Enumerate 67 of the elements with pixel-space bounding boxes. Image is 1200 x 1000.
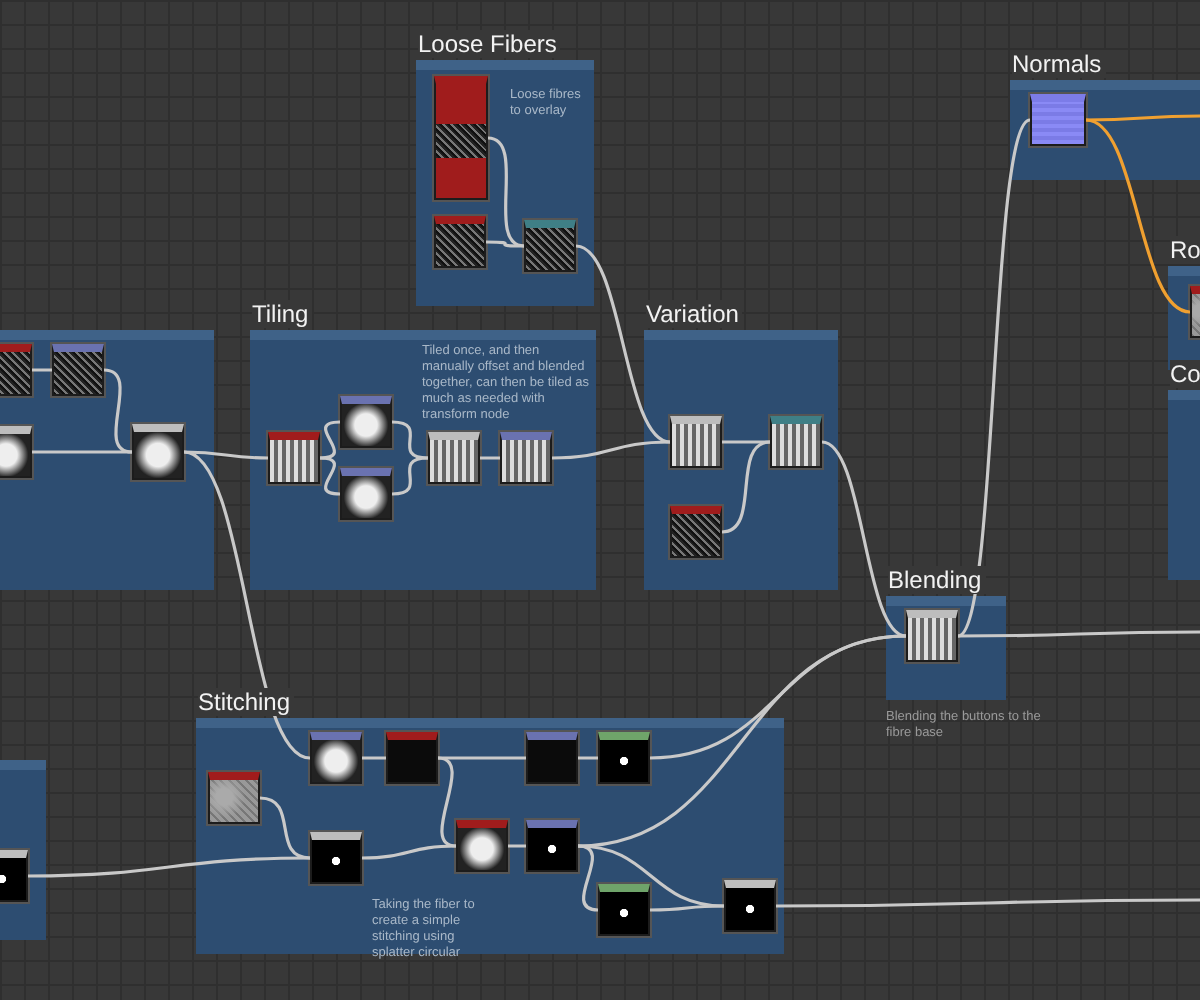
connector-wire bbox=[776, 898, 1200, 908]
node-thumbnail bbox=[268, 432, 320, 484]
node-thumbnail bbox=[1030, 94, 1086, 146]
node-thumbnail bbox=[310, 732, 362, 784]
connector-wire bbox=[1086, 114, 1200, 122]
connector-wire bbox=[821, 440, 907, 638]
frame-title: Loose Fibers bbox=[418, 30, 561, 58]
connector-wire bbox=[486, 240, 524, 248]
node-thumbnail bbox=[670, 506, 722, 558]
connector-wire bbox=[577, 634, 907, 848]
connector-wire bbox=[362, 756, 386, 760]
frame-title: Tiling bbox=[252, 300, 313, 328]
node-thumbnail bbox=[526, 820, 578, 872]
node-thumbnail bbox=[724, 880, 776, 932]
frame-title: Variation bbox=[646, 300, 743, 328]
connector-wire bbox=[437, 756, 457, 848]
connector-wire bbox=[577, 844, 599, 912]
connector-wire bbox=[32, 450, 132, 454]
node-thumbnail bbox=[456, 820, 508, 872]
node-thumbnail bbox=[310, 832, 362, 884]
connector-wire bbox=[319, 420, 341, 460]
connector-wire bbox=[1085, 118, 1191, 314]
connector-wire bbox=[578, 756, 598, 760]
connector-wire bbox=[32, 368, 52, 372]
connector-wire bbox=[319, 456, 341, 496]
node-thumbnail bbox=[598, 884, 650, 936]
frame-title: Ro bbox=[1170, 236, 1200, 264]
connector-wire bbox=[28, 856, 310, 878]
connector-wire bbox=[956, 118, 1032, 638]
node-thumbnail bbox=[500, 432, 552, 484]
node-thumbnail bbox=[208, 772, 260, 824]
node-thumbnail bbox=[132, 424, 184, 480]
group-frame bbox=[644, 300, 838, 590]
node-thumbnail bbox=[526, 732, 578, 784]
connector-wire bbox=[650, 904, 724, 912]
group-frame bbox=[1010, 50, 1200, 180]
node-thumbnail bbox=[386, 732, 438, 784]
node-thumbnail bbox=[598, 732, 650, 784]
connector-wire bbox=[721, 440, 771, 534]
connector-wire bbox=[958, 630, 1200, 638]
connector-wire bbox=[649, 634, 907, 760]
node-thumbnail bbox=[340, 396, 392, 448]
group-frame bbox=[250, 300, 596, 590]
node-thumbnail bbox=[524, 220, 576, 272]
node-thumbnail bbox=[52, 344, 104, 396]
node-thumbnail bbox=[428, 432, 480, 484]
node-thumbnail bbox=[434, 76, 488, 200]
connector-wire bbox=[361, 844, 457, 860]
node-thumbnail bbox=[770, 416, 822, 468]
node-thumbnail bbox=[670, 416, 722, 468]
node-thumbnail bbox=[906, 610, 958, 662]
connector-wire bbox=[183, 450, 269, 460]
group-frame bbox=[886, 566, 1006, 700]
connector-wire bbox=[575, 244, 671, 444]
frame-title: Co bbox=[1170, 360, 1200, 388]
connector-wire bbox=[508, 844, 526, 848]
frame-title: Normals bbox=[1012, 50, 1106, 78]
frame-title: Blending bbox=[888, 566, 986, 594]
node-thumbnail bbox=[340, 468, 392, 520]
connector-wire bbox=[551, 440, 671, 460]
connector-wire bbox=[480, 456, 500, 460]
connector-wire bbox=[183, 450, 311, 760]
node-thumbnail bbox=[434, 216, 486, 268]
group-frame bbox=[416, 30, 594, 306]
frame-title: Stitching bbox=[198, 688, 295, 716]
connector-wire bbox=[438, 756, 526, 760]
connector-wire bbox=[722, 440, 770, 444]
